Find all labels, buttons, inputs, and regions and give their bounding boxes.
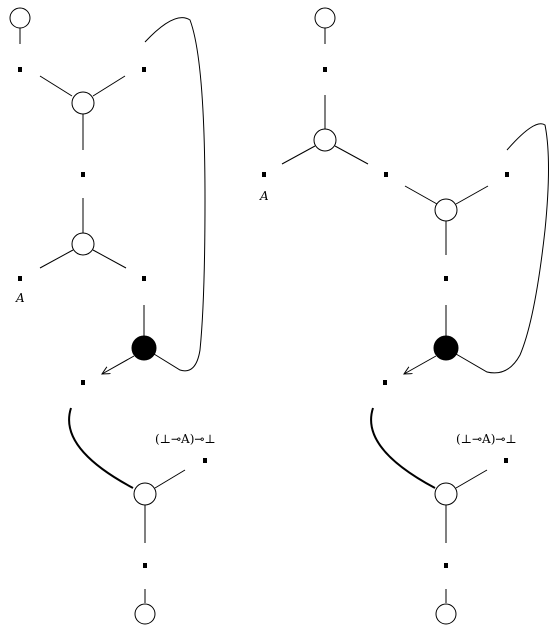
left-bottom-node (133, 482, 157, 506)
left-loop-edge (144, 17, 206, 372)
right-top-node (314, 7, 336, 29)
left-dot-a1 (18, 67, 22, 72)
left-middle-node (71, 232, 95, 256)
right-dot-d1 (504, 458, 508, 463)
right-dot-c2 (383, 380, 387, 385)
right-edge-u1 (281, 145, 316, 165)
left-end-node (134, 603, 156, 625)
right-dot-c1 (444, 276, 448, 281)
right-edge-b1 (455, 469, 488, 489)
right-loop-edge (455, 123, 549, 374)
right-upper-node (313, 128, 337, 152)
right-dot-b1 (384, 172, 388, 177)
left-dot-c1 (81, 172, 85, 177)
left-label-formula: (⊥⊸A)⊸⊥ (155, 432, 216, 446)
right-arrow-edge (404, 355, 437, 374)
right-middle-node (434, 198, 458, 222)
right-dot-a2 (262, 172, 266, 177)
left-edge-m3 (92, 249, 127, 269)
left-dot-c2 (81, 380, 85, 385)
right-dot-b2 (505, 172, 509, 177)
left-arrow-edge (102, 355, 135, 374)
left-net: A (⊥⊸A)⊸⊥ (9, 7, 216, 625)
left-upper-node (71, 91, 95, 115)
left-dot-e1 (143, 563, 147, 568)
left-edge-m2 (39, 249, 74, 269)
left-edge-u2 (92, 75, 126, 97)
right-filled-node (433, 335, 459, 361)
right-edge-m2 (455, 185, 489, 205)
right-thick-edge (370, 407, 436, 489)
left-dot-b2 (142, 276, 146, 281)
left-dot-d1 (203, 458, 207, 463)
right-net: A (⊥⊸A)⊸⊥ (259, 7, 549, 625)
left-thick-edge (68, 407, 134, 489)
left-label-a: A (15, 291, 25, 305)
right-bottom-node (434, 482, 458, 506)
left-edge-b1 (154, 469, 186, 489)
left-filled-node (131, 335, 157, 361)
right-edge-m1 (404, 185, 438, 205)
right-edge-u2 (334, 145, 369, 165)
left-edge-u1 (39, 75, 73, 97)
right-label-formula: (⊥⊸A)⊸⊥ (456, 432, 517, 446)
left-top-node (9, 7, 31, 29)
right-end-node (435, 603, 457, 625)
left-dot-b1 (142, 67, 146, 72)
right-label-a: A (259, 189, 269, 203)
right-dot-a1 (323, 67, 327, 72)
left-dot-a2 (18, 276, 22, 281)
right-dot-e1 (444, 563, 448, 568)
